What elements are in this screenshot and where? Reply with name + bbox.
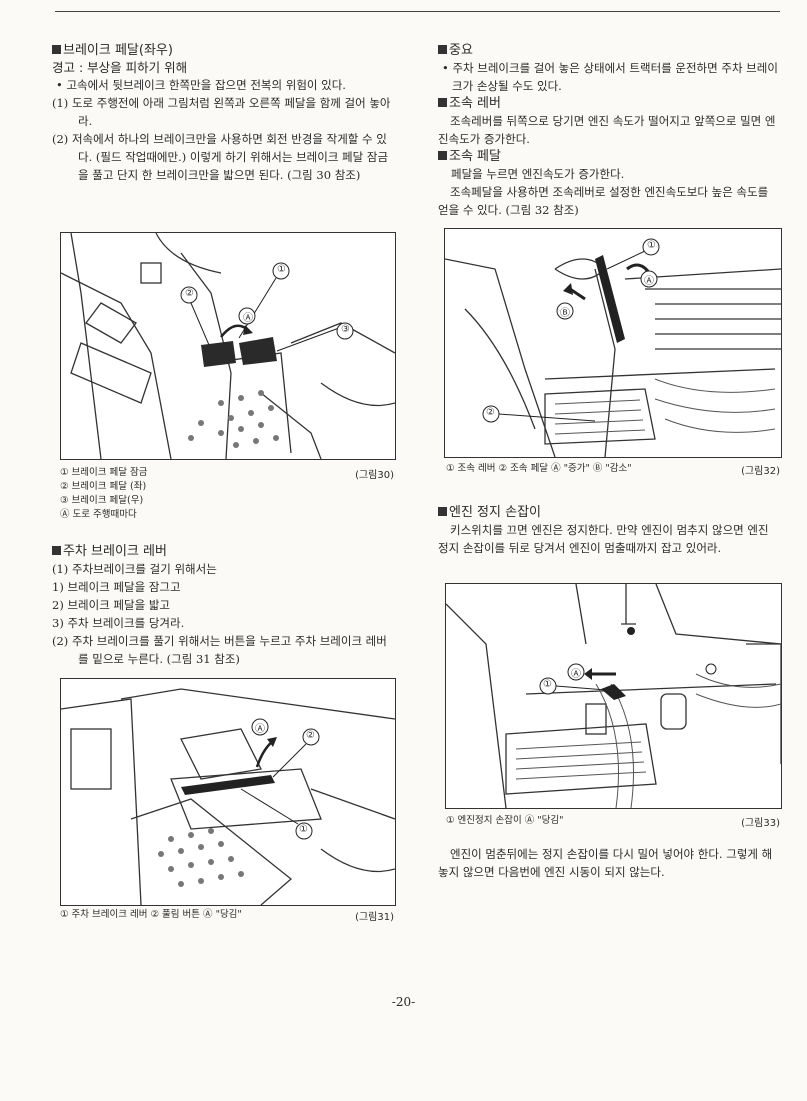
fig33-callout-1: ① <box>543 679 552 690</box>
brake-pedal-illustration <box>61 233 395 459</box>
figure-32: ① ② Ⓐ Ⓑ <box>444 228 782 458</box>
fig30-callout-1: ① <box>277 264 286 275</box>
fig33-callout-a: Ⓐ <box>571 669 581 680</box>
parking-step: 1) 브레이크 페달을 잠그고 <box>52 580 181 594</box>
square-bullet-icon <box>438 151 447 160</box>
square-bullet-icon <box>52 45 61 54</box>
throttle-pedal-text-2: 조속페달을 사용하면 조속레버로 설정한 엔진속도보다 높은 속도를 얻을 수 … <box>438 185 769 217</box>
fig32-ref: (그림32) <box>741 466 780 477</box>
fig30-caption-line: Ⓐ 도로 주행때마다 <box>60 509 137 520</box>
fig30-callout-3: ③ <box>341 324 350 335</box>
parking-step: (2) 주차 브레이크를 풀기 위해서는 버튼을 누르고 주차 브레이크 레버를… <box>52 634 387 666</box>
fig30-caption-line: ① 브레이크 페달 잠금 <box>60 467 148 478</box>
square-bullet-icon <box>438 45 447 54</box>
brake-item-1: (1) 도로 주행전에 아래 그림처럼 왼쪽과 오른쪽 페달을 함께 걸어 놓아… <box>52 96 391 128</box>
fig30-caption-line: ② 브레이크 페달 (좌) <box>60 481 147 492</box>
fig30-callout-2: ② <box>185 288 194 299</box>
fig30-ref: (그림30) <box>355 470 394 481</box>
warning-line: 경고 : 부상을 피하기 위해 <box>52 60 188 75</box>
fig33-ref: (그림33) <box>741 818 780 829</box>
figure-33: ① Ⓐ <box>445 583 782 809</box>
parking-step: 3) 주차 브레이크를 당겨라. <box>52 616 185 630</box>
page-number: -20- <box>391 995 416 1009</box>
throttle-pedal-heading: 조속 페달 <box>438 148 782 165</box>
fig32-callout-2: ② <box>486 407 495 418</box>
fig33-caption-line: ① 엔진정지 손잡이 Ⓐ "당김" <box>446 815 564 826</box>
figure-32-caption: ① 조속 레버 ② 조속 페달 Ⓐ "증가" Ⓑ "감소" (그림32) <box>446 462 780 477</box>
fig32-callout-b: Ⓑ <box>560 308 570 319</box>
parking-step: 2) 브레이크 페달을 밟고 <box>52 598 170 612</box>
square-bullet-icon <box>438 507 447 516</box>
fig32-callout-a: Ⓐ <box>644 276 654 287</box>
top-rule <box>55 11 780 12</box>
important-bullet: • 주차 브레이크를 걸어 놓은 상태에서 트랙터를 운전하면 주차 브레이크가… <box>442 61 778 93</box>
fig30-callout-a: Ⓐ <box>243 313 253 324</box>
engine-stop-section: 엔진 정지 손잡이 키스위치를 끄면 엔진은 정지한다. 만약 엔진이 멈추지 … <box>438 504 782 557</box>
parking-brake-illustration <box>61 688 395 905</box>
figure-31: ② ① Ⓐ <box>60 678 396 906</box>
fig30-caption-line: ③ 브레이크 페달(우) <box>60 495 144 506</box>
engine-stop-heading: 엔진 정지 손잡이 <box>438 504 782 521</box>
right-column: 중요 • 주차 브레이크를 걸어 놓은 상태에서 트랙터를 운전하면 주차 브레… <box>438 42 782 219</box>
left-column: 브레이크 페달(좌우) 경고 : 부상을 피하기 위해 • 고속에서 뒷브레이크… <box>52 42 397 184</box>
throttle-illustration <box>445 238 781 457</box>
throttle-lever-heading: 조속 레버 <box>438 95 782 112</box>
fig31-callout-1: ① <box>299 824 308 835</box>
after-stop-section: 엔진이 멈춘뒤에는 정지 손잡이를 다시 밀어 넣어야 한다. 그렇게 해 놓지… <box>438 845 782 881</box>
square-bullet-icon <box>438 98 447 107</box>
figure-31-caption: ① 주차 브레이크 레버 ② 풀림 버튼 Ⓐ "당김" (그림31) <box>60 908 394 923</box>
throttle-lever-text: 조속레버를 뒤쪽으로 당기면 엔진 속도가 떨어지고 앞쪽으로 밀면 엔진속도가… <box>438 114 776 146</box>
square-bullet-icon <box>52 546 61 555</box>
engine-stop-illustration <box>446 584 781 808</box>
fig31-ref: (그림31) <box>355 912 394 923</box>
brake-pedal-heading: 브레이크 페달(좌우) <box>52 42 397 59</box>
important-heading: 중요 <box>438 42 782 59</box>
after-stop-text: 엔진이 멈춘뒤에는 정지 손잡이를 다시 밀어 넣어야 한다. 그렇게 해 놓지… <box>438 847 773 879</box>
fig31-callout-a: Ⓐ <box>255 724 265 735</box>
warning-bullet: • 고속에서 뒷브레이크 한쪽만을 잡으면 전복의 위험이 있다. <box>56 78 346 92</box>
figure-33-caption: ① 엔진정지 손잡이 Ⓐ "당김" (그림33) <box>446 814 780 829</box>
engine-stop-text: 키스위치를 끄면 엔진은 정지한다. 만약 엔진이 멈추지 않으면 엔진 정지 … <box>438 523 769 555</box>
figure-30-caption: ① 브레이크 페달 잠금 ② 브레이크 페달 (좌) ③ 브레이크 페달(우) … <box>60 466 394 522</box>
parking-brake-heading: 주차 브레이크 레버 <box>52 543 397 560</box>
fig32-callout-1: ① <box>647 240 656 251</box>
fig31-caption-line: ① 주차 브레이크 레버 ② 풀림 버튼 Ⓐ "당김" <box>60 909 242 920</box>
throttle-pedal-text-1: 페달을 누르면 엔진속도가 증가한다. <box>451 167 625 181</box>
brake-item-2: (2) 저속에서 하나의 브레이크만을 사용하면 회전 반경을 작게할 수 있다… <box>52 132 389 182</box>
figure-30: ② ① ③ Ⓐ <box>60 232 396 460</box>
parking-brake-section: 주차 브레이크 레버 (1) 주차브레이크를 걸기 위해서는 1) 브레이크 페… <box>52 543 397 668</box>
fig31-callout-2: ② <box>306 730 315 741</box>
fig32-caption-line: ① 조속 레버 ② 조속 페달 Ⓐ "증가" Ⓑ "감소" <box>446 463 632 474</box>
parking-step: (1) 주차브레이크를 걸기 위해서는 <box>52 562 217 576</box>
